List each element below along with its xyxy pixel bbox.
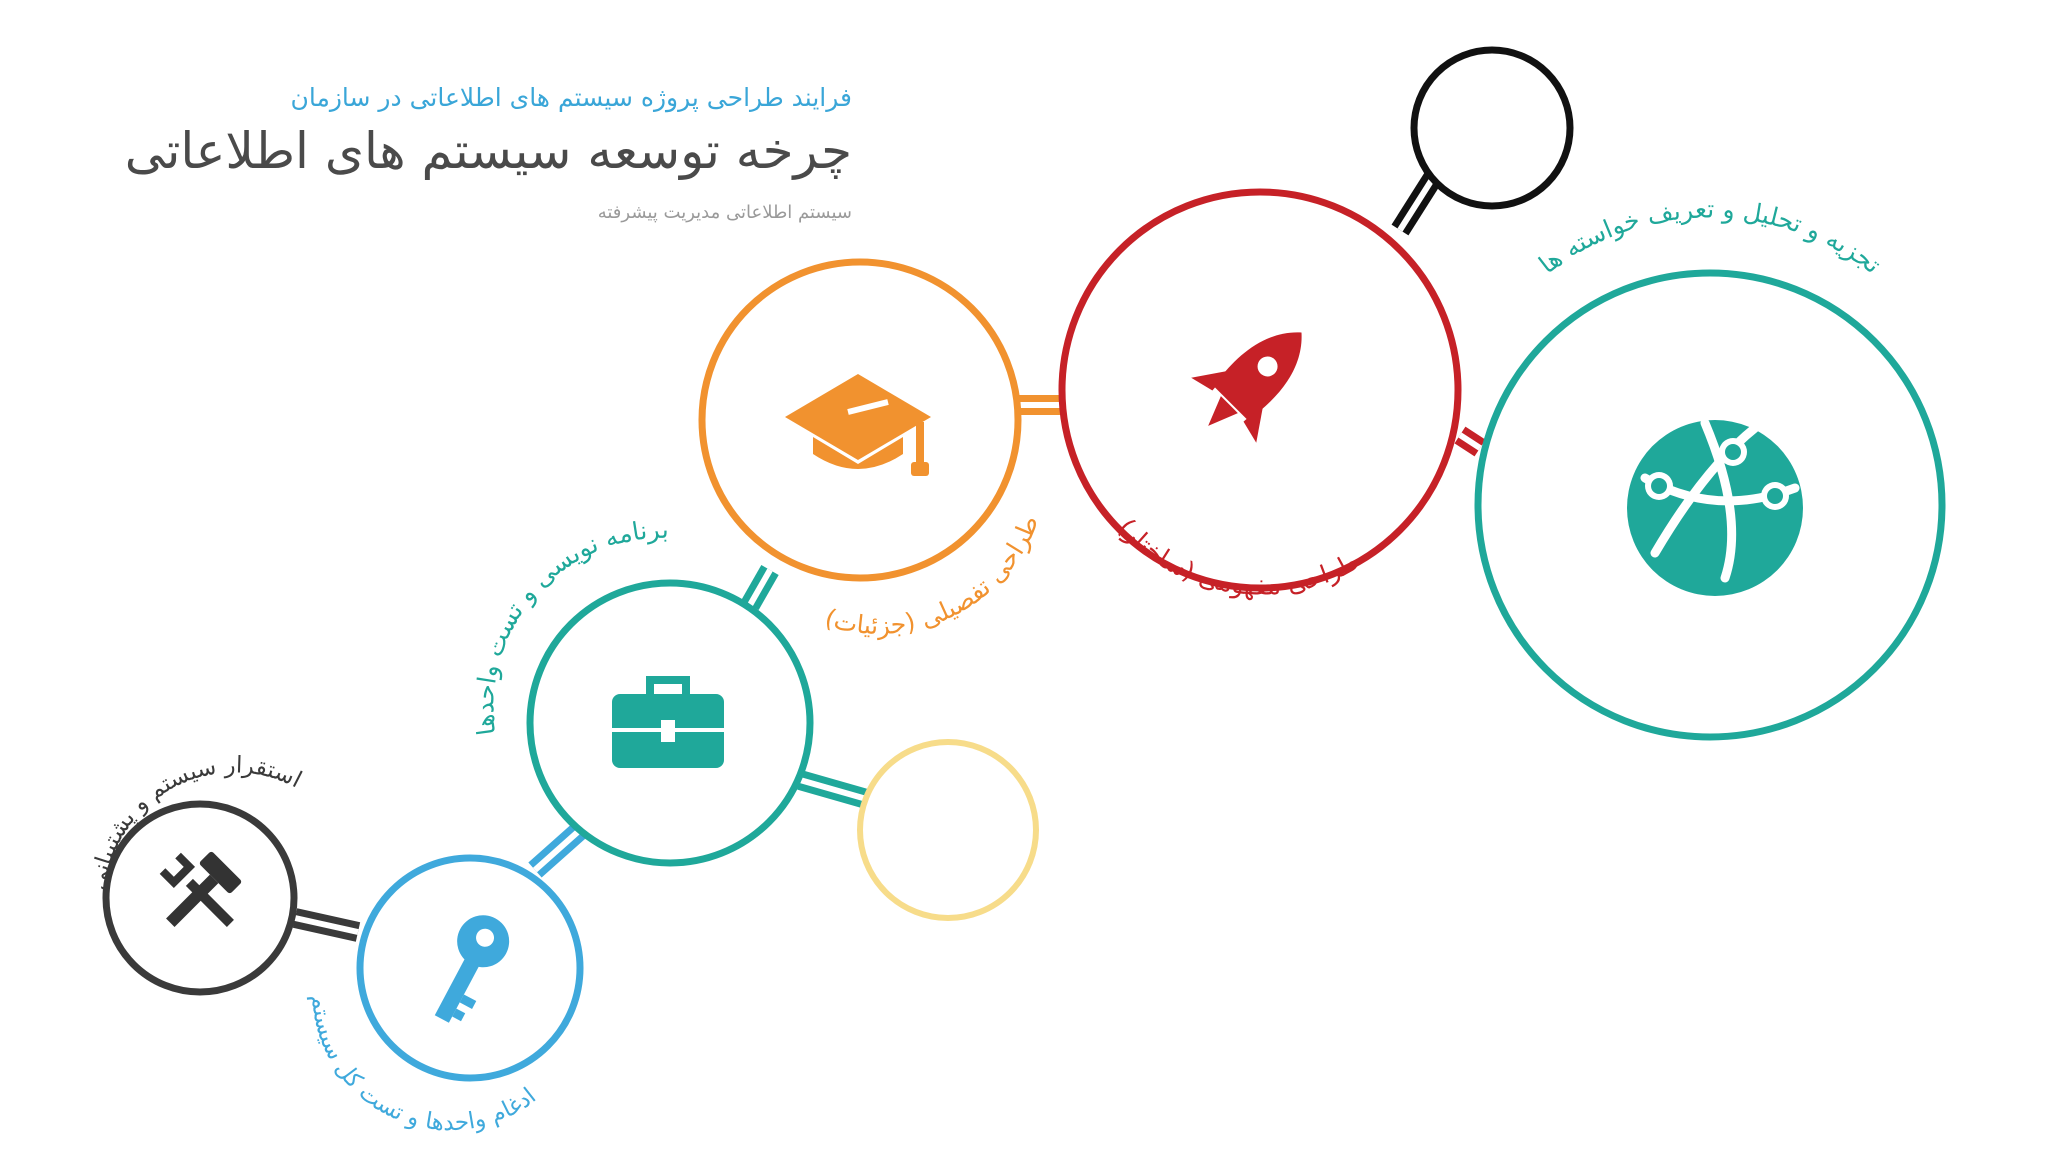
hammer-wrench-icon: [159, 851, 242, 927]
globe-network-icon: [1627, 418, 1803, 596]
graduation-cap-icon: [785, 374, 931, 476]
page-caption: سیستم اطلاعاتی مدیریت پیشرفته: [597, 202, 852, 223]
rocket-icon: [1191, 332, 1302, 443]
page-title: چرخه توسعه سیستم های اطلاعاتی: [124, 122, 852, 180]
decor-circle-pale-yellow: [857, 739, 1039, 921]
key-icon: [434, 915, 510, 1023]
stage-label-analysis: تجزیه و تحلیل و تعریف خواسته ها: [1533, 194, 1886, 279]
header: فرایند طراحی پروژه سیستم های اطلاعاتی در…: [72, 80, 852, 223]
toolbox-icon: [612, 676, 724, 768]
page-subtitle: فرایند طراحی پروژه سیستم های اطلاعاتی در…: [290, 83, 852, 112]
connectors: [292, 164, 1486, 942]
decor-circle-black: [1410, 46, 1574, 210]
